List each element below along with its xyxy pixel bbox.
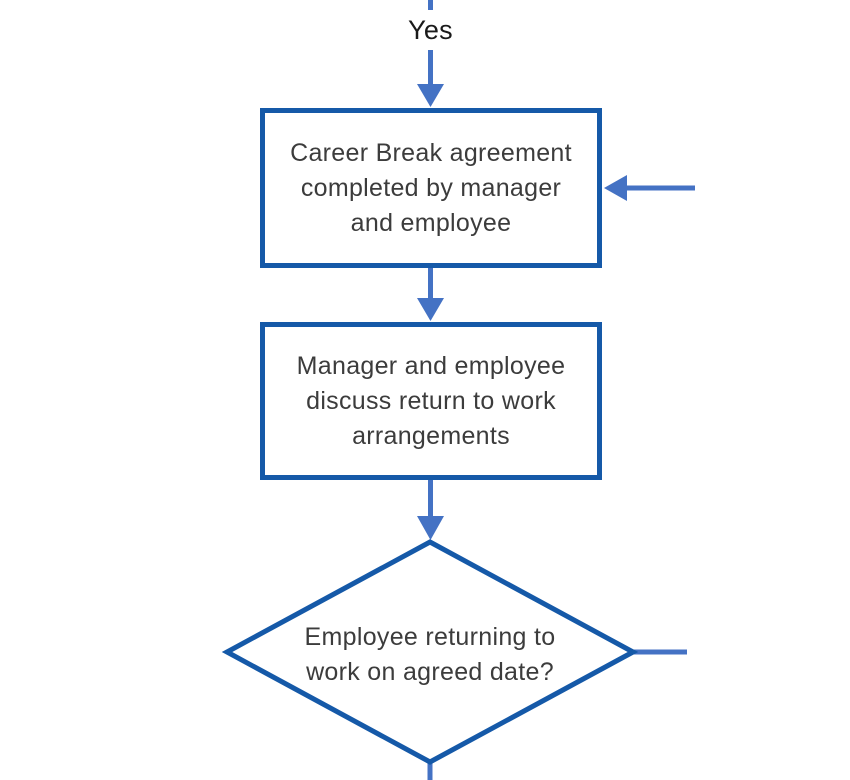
text-line: Employee returning to	[304, 623, 556, 651]
process-box-career-break-agreement	[260, 108, 602, 268]
text-line: and employee	[350, 209, 512, 237]
yes-connector-arrowhead-icon	[417, 84, 444, 107]
text-line: arrangements	[352, 422, 510, 450]
text-line: Career Break agreement	[290, 139, 572, 167]
text-line: Manager and employee	[296, 352, 566, 380]
text-line: discuss return to work	[306, 387, 556, 415]
career-break-to-discuss-arrowhead-icon	[417, 298, 444, 321]
process-label-discuss-return-to-work: Manager and employee discuss return to w…	[260, 349, 602, 454]
process-box-discuss-return-to-work	[260, 322, 602, 480]
discuss-to-decision-arrowhead-icon	[417, 516, 444, 540]
decision-diamond-returning-on-agreed-date	[221, 539, 639, 765]
edge-label-yes: Yes	[396, 10, 465, 50]
text-line: completed by manager	[300, 174, 562, 202]
side-connector-arrowhead-icon	[604, 175, 627, 201]
text-line: work on agreed date?	[306, 658, 554, 686]
decision-label-returning-on-agreed-date: Employee returning to work on agreed dat…	[230, 620, 630, 690]
process-label-career-break-agreement: Career Break agreement completed by mana…	[260, 136, 602, 241]
